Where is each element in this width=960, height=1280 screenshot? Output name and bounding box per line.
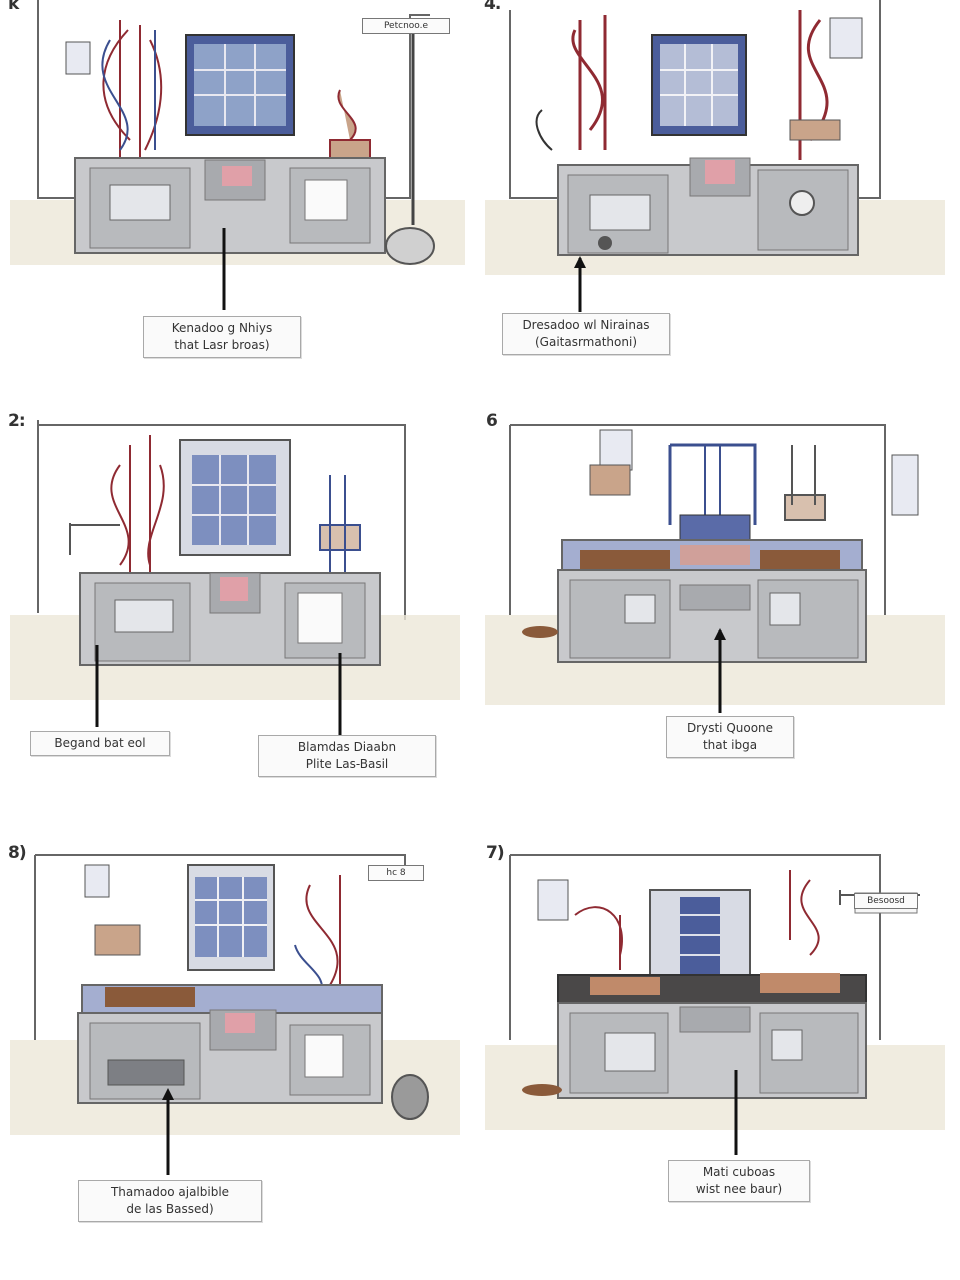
panel-5-illustration [10,854,460,1175]
panel-1: k Petcnoo.e Kenadoo g Nhiys that Lasr br… [0,0,470,400]
panel-4-number: 6 [486,411,498,431]
panel-5-wall-tag: hc 8 [368,865,424,881]
panel-1-number: k [8,0,19,14]
panel-3: 2: Begand bat eol Blamdas Diaabn Plite L… [0,405,470,805]
panel-2-number: 4. [484,0,501,14]
panel-3-illustration [10,420,460,735]
panel-6-number: 7) [486,843,505,863]
panel-2-illustration [485,0,945,312]
panel-5-callout: Thamadoo ajalbible de las Bassed) [78,1180,262,1222]
panel-4-illustration [485,424,945,713]
panel-6-callout: Mati cuboas wist nee baur) [668,1160,810,1202]
panel-5-number: 8) [8,843,27,863]
panel-2-callout: Dresadoo wl Nirainas (Gaitasrmathoni) [502,313,670,355]
panel-6-wall-tag: Besoosd [854,893,918,909]
panel-1-illustration [10,0,465,310]
panel-2: 4. Dresadoo wl Nirainas (Gaitasrmathoni) [480,0,960,400]
panel-6: 7) Besoosd Mati cuboas wist nee baur) [480,835,960,1255]
panel-1-callout: Kenadoo g Nhiys that Lasr broas) [143,316,301,358]
panel-4-callout: Drysti Quoone that ibga [666,716,794,758]
panel-5: 8) hc 8 Thamadoo ajalbible de las Bassed… [0,835,470,1255]
panel-3-callout-left: Begand bat eol [30,731,170,756]
panel-3-number: 2: [8,411,26,431]
panel-6-illustration [485,854,945,1155]
panel-4: 6 Drysti Quoone that ibga [480,405,960,805]
panel-3-callout-right: Blamdas Diaabn Plite Las-Basil [258,735,436,777]
panel-1-wall-tag: Petcnoo.e [362,18,450,34]
